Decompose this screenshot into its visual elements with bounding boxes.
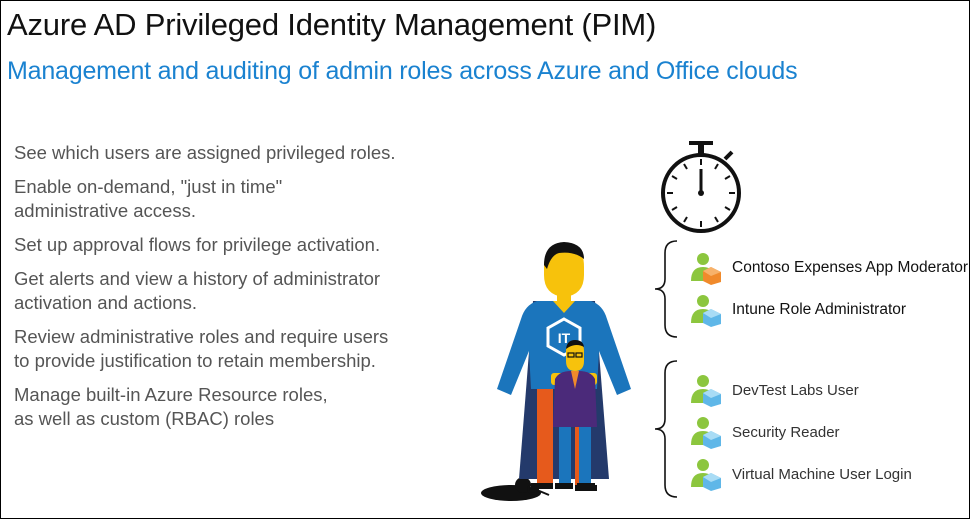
it-badge-text: IT [558,330,571,346]
brace-icon [654,240,678,338]
stopwatch-icon [661,141,741,233]
user-role-icon [691,295,721,327]
role-label: Virtual Machine User Login [732,465,912,483]
role-item: DevTest Labs User [689,373,859,407]
user-role-icon [691,459,721,491]
role-item: Virtual Machine User Login [689,457,912,491]
role-label: Contoso Expenses App Moderator [732,259,969,276]
role-label: DevTest Labs User [732,381,859,399]
role-item: Security Reader [689,415,840,449]
feature-item: Enable on-demand, "just in time" adminis… [14,176,283,221]
user-role-icon [691,375,721,407]
feature-item: See which users are assigned privileged … [14,142,396,163]
brace-icon [654,360,678,498]
it-admin-hero-illustration: IT [481,242,631,501]
user-role-icon [691,253,721,285]
slide-title: Azure AD Privileged Identity Management … [7,7,657,42]
slide-subtitle: Management and auditing of admin roles a… [7,57,798,85]
role-label: Security Reader [732,423,840,441]
feature-item: Review administrative roles and require … [14,326,389,371]
feature-item: Set up approval flows for privilege acti… [14,234,381,255]
role-label: Intune Role Administrator [732,301,907,318]
role-item: Contoso Expenses App Moderator [689,251,968,285]
role-item: Intune Role Administrator [689,293,906,327]
feature-item: Manage built-in Azure Resource roles, as… [14,384,328,429]
feature-list: See which users are assigned privileged … [14,141,484,441]
feature-item: Get alerts and view a history of adminis… [14,268,381,313]
user-role-icon [691,417,721,449]
